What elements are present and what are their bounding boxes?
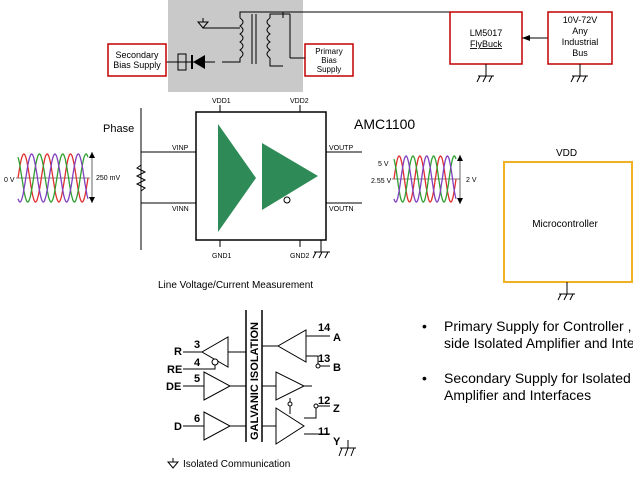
vdd2-label: VDD2: [290, 98, 309, 105]
b-signal-label: B: [333, 362, 341, 374]
communication-caption: Isolated Communication: [183, 459, 290, 470]
bullet-item-primary: • Primary Supply for Controller , side I…: [420, 318, 633, 352]
amc1100-title: AMC1100: [354, 116, 415, 132]
de-signal-label: DE: [166, 381, 181, 393]
pin-12-label: 12: [318, 395, 330, 407]
a-signal-label: A: [333, 332, 341, 344]
input-amplitude-label: 250 mV: [96, 175, 120, 182]
pin-3-label: 3: [194, 339, 200, 351]
phase-label: Phase: [103, 123, 134, 135]
output-amplifier: [262, 143, 318, 210]
amc-ground-icon: [312, 251, 330, 259]
output-255v-label: 2.55 V: [371, 178, 392, 185]
flyback-transformer: [203, 11, 450, 67]
input-waveform: [17, 153, 89, 203]
vinn-label: VINN: [172, 206, 189, 213]
power-panel: [168, 0, 303, 92]
secondary-bias-label-2: Bias Supply: [113, 60, 161, 70]
primary-bias-label-3: Supply: [317, 65, 341, 74]
bus-label-1: 10V-72V: [563, 15, 598, 25]
output-amplitude-label: 2 V: [466, 177, 477, 184]
bullet-icon: •: [422, 318, 427, 334]
primary-bias-supply-box: [304, 43, 354, 77]
vinp-label: VINP: [172, 145, 189, 152]
r-signal-label: R: [174, 346, 182, 358]
y-signal-label: Y: [333, 436, 341, 448]
gnd2-label: GND2: [290, 253, 310, 260]
mcu-vdd-label: VDD: [556, 148, 577, 159]
bullet-primary-line-1: Primary Supply for Controller ,: [444, 318, 632, 334]
vdd1-label: VDD1: [212, 98, 231, 105]
input-zero-label: 0 V: [4, 177, 15, 184]
z-signal-label: Z: [333, 403, 340, 415]
inverting-output-bubble: [283, 196, 291, 204]
mcu-ground-icon: [557, 293, 575, 301]
pin-5-label: 5: [194, 373, 200, 385]
microcontroller-label: Microcontroller: [532, 219, 598, 230]
primary-bias-label-2: Bias: [321, 56, 337, 65]
bullet-item-secondary: • Secondary Supply for Isolated Amplifie…: [420, 370, 633, 404]
pin-6-label: 6: [194, 413, 200, 425]
voutp-label: VOUTP: [329, 145, 353, 152]
isolated-receiver: [276, 329, 307, 363]
pin-14-label: 14: [318, 322, 331, 334]
pin-11-label: 11: [318, 426, 330, 438]
measurement-caption: Line Voltage/Current Measurement: [158, 280, 313, 291]
galvanic-isolation-label: GALVANIC ISOLATION: [249, 322, 261, 440]
bus-label-3: Industrial: [562, 37, 599, 47]
lm5017-label-1: LM5017: [470, 28, 503, 38]
bullet-secondary-line-1: Secondary Supply for Isolated: [444, 370, 631, 386]
microcontroller-box: [503, 161, 633, 283]
lm5017-label-2: FlyBuck: [470, 39, 503, 49]
de-buffer: [203, 371, 232, 401]
bullet-icon: •: [422, 370, 427, 386]
bus-label-2: Any: [572, 26, 588, 36]
lm5017-ground-icon: [476, 75, 494, 83]
pin-4-label: 4: [194, 357, 201, 369]
secondary-bias-label-1: Secondary: [115, 50, 159, 60]
bullet-primary-line-2: side Isolated Amplifier and Inte: [444, 335, 633, 351]
isolation-amplifier-input-stage: [218, 124, 256, 232]
re-signal-label: RE: [167, 364, 182, 376]
output-5v-label: 5 V: [378, 161, 389, 168]
secondary-bias-supply-box: [107, 43, 167, 77]
voutn-label: VOUTN: [329, 206, 354, 213]
comm-ground-icon: [338, 440, 356, 457]
shunt-resistor-icon: [135, 164, 147, 192]
bus-label-4: Bus: [572, 48, 588, 58]
ground-icon: [196, 18, 210, 29]
isolated-ground-icon: [166, 458, 180, 469]
pin-13-label: 13: [318, 353, 330, 365]
bus-ground-icon: [570, 75, 588, 83]
bullet-secondary-line-2: Amplifier and Interfaces: [444, 387, 592, 403]
gnd1-label: GND1: [212, 253, 232, 260]
isolated-de-buffer: [275, 371, 306, 401]
d-signal-label: D: [174, 421, 182, 433]
primary-bias-label-1: Primary: [315, 47, 343, 56]
arrow-icon: [522, 35, 530, 41]
bullet-list: • Primary Supply for Controller , side I…: [420, 318, 633, 422]
output-waveform: [393, 155, 457, 203]
lm5017-box: [449, 11, 523, 65]
industrial-bus-box: [547, 11, 613, 65]
diode-icon: [160, 53, 215, 71]
d-buffer: [203, 411, 232, 441]
